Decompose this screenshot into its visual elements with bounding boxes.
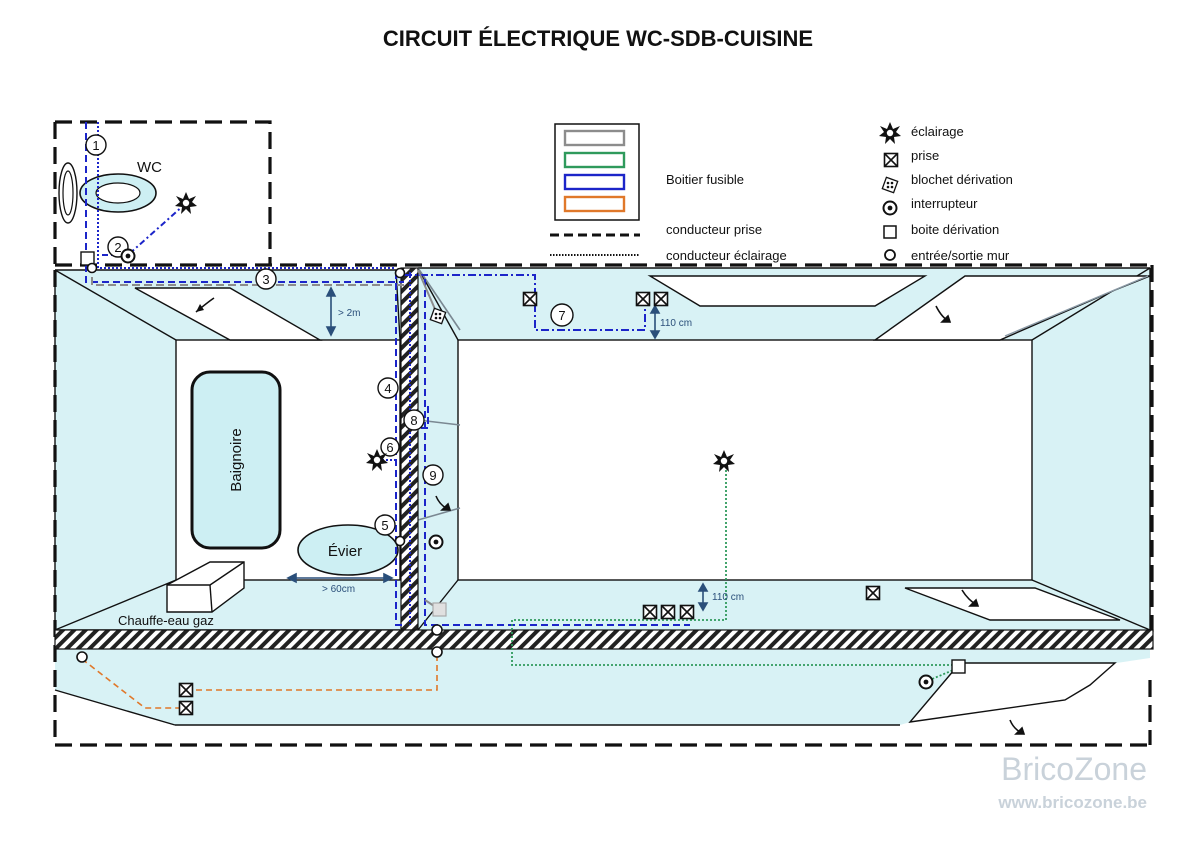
circuit-number-9: 9 — [429, 468, 436, 483]
bathroom-door — [195, 297, 215, 313]
dim-110-top-label: 110 cm — [660, 318, 692, 329]
wall-passage-icon-top-wall — [394, 267, 406, 279]
wall-passage-icon-bottom-wall — [431, 624, 443, 636]
circuit-number-6: 6 — [386, 440, 393, 455]
circuit-marker-8: 8 — [403, 409, 425, 431]
circuit-marker-3: 3 — [255, 268, 277, 290]
lighting-line-label: conducteur éclairage — [666, 248, 787, 263]
fuse-box — [554, 123, 640, 221]
switch-icon-corridor — [918, 674, 934, 690]
legend-passage-label: entrée/sortie mur — [911, 248, 1010, 263]
kitchen-inner — [457, 339, 1033, 581]
wall-passage-icon-sink — [394, 535, 406, 547]
wall-passage-icon — [884, 249, 896, 261]
circuit-marker-1: 1 — [85, 134, 107, 156]
watermark-url: www.bricozone.be — [997, 793, 1147, 812]
socket-icon — [883, 152, 899, 168]
kitchen-door-wall — [417, 267, 461, 521]
switch-icon-wc — [120, 248, 136, 264]
junction-block-icon-kitchen-bottom — [432, 602, 447, 617]
horizontal-wall — [54, 629, 1154, 650]
water-heater-label: Chauffe-eau gaz — [118, 613, 214, 628]
circuit-number-5: 5 — [381, 518, 388, 533]
circuit-marker-4: 4 — [377, 377, 399, 399]
dim-2m-label: > 2m — [338, 308, 361, 319]
circuit-number-4: 4 — [384, 381, 391, 396]
circuit-marker-5: 5 — [374, 514, 396, 536]
switch-icon — [882, 200, 898, 216]
circuit-markers: 1 2 3 4 5 6 7 8 — [85, 134, 574, 536]
legend-light-label: éclairage — [911, 124, 964, 139]
bathtub: Baignoire — [190, 370, 282, 550]
sink-label: Évier — [328, 543, 362, 560]
circuit-marker-9: 9 — [422, 464, 444, 486]
watermark-brand: BricoZone — [1001, 751, 1147, 787]
dim-60cm-label: > 60cm — [322, 584, 355, 595]
junction-box-icon-wc — [80, 251, 95, 266]
legend-socket-label: prise — [911, 148, 939, 163]
socket-icon-kitchen-top-3 — [653, 291, 669, 307]
socket-icon-kitchen-top-1 — [522, 291, 538, 307]
circuit-number-7: 7 — [558, 308, 565, 323]
fuse-box-legend: Boitier fusible — [554, 123, 744, 221]
line-legend: conducteur prise conducteur éclairage — [550, 222, 787, 263]
junction-block-icon — [881, 176, 899, 194]
switch-icon-kitchen — [428, 534, 444, 550]
socket-icon-corridor-1 — [178, 682, 194, 698]
corridor-perspective — [54, 662, 1117, 726]
light-icon — [879, 122, 901, 144]
symbol-legend: éclairage prise blochet dérivation inter… — [879, 122, 1013, 263]
sink: Évier — [297, 524, 399, 576]
legend-switch-label: interrupteur — [911, 196, 978, 211]
fuse-box-label: Boitier fusible — [666, 172, 744, 187]
arrowhead-kitchen-top — [940, 314, 952, 323]
dim-110-bottom-label: 110 cm — [712, 592, 744, 603]
fuse-grey — [563, 129, 626, 147]
blue-wiring — [85, 122, 690, 626]
corridor-floor — [55, 648, 1150, 725]
dimension-markers — [286, 286, 709, 612]
fuse-green — [563, 151, 626, 169]
kitchen-perspective — [417, 267, 1151, 631]
circuit-number-2: 2 — [114, 240, 121, 255]
orange-wiring — [81, 655, 438, 709]
circuit-number-3: 3 — [262, 272, 269, 287]
arrowhead-hall — [440, 502, 452, 511]
socket-icon-kitchen-bottom-3 — [679, 604, 695, 620]
arrowhead-corridor — [1014, 726, 1026, 735]
fuse-orange — [563, 195, 626, 213]
outer-boundary — [53, 120, 1154, 747]
circuit-marker-7: 7 — [550, 303, 574, 327]
diagram-title: CIRCUIT ÉLECTRIQUE WC-SDB-CUISINE — [383, 26, 813, 51]
fuse-blue — [563, 173, 626, 191]
socket-icon-kitchen-bottom-1 — [642, 604, 658, 620]
socket-icon-kitchen-top-2 — [635, 291, 651, 307]
wall-passage-icon-corridor-2 — [431, 646, 443, 658]
water-heater: Chauffe-eau gaz — [118, 561, 245, 628]
circuit-marker-6: 6 — [380, 437, 400, 457]
wc-room: WC — [58, 159, 162, 224]
bathtub-label: Baignoire — [228, 428, 245, 491]
legend-block-label: blochet dérivation — [911, 172, 1013, 187]
socket-icon-corridor-2 — [178, 700, 194, 716]
legend-box-label: boite dérivation — [911, 222, 999, 237]
socket-icon-kitchen-right — [865, 585, 881, 601]
power-line-label: conducteur prise — [666, 222, 762, 237]
junction-box-icon-corridor — [951, 659, 966, 674]
door-arrows — [435, 305, 1026, 735]
socket-icon-kitchen-bottom-2 — [660, 604, 676, 620]
wall-passage-icon-corridor-1 — [76, 651, 88, 663]
circuit-number-8: 8 — [410, 413, 417, 428]
wc-label: WC — [137, 159, 162, 176]
circuit-number-1: 1 — [92, 138, 99, 153]
wall-passage-icon-wc — [86, 262, 98, 274]
arrowhead-kitchen-bottom — [968, 598, 980, 607]
junction-box-icon — [883, 225, 897, 239]
